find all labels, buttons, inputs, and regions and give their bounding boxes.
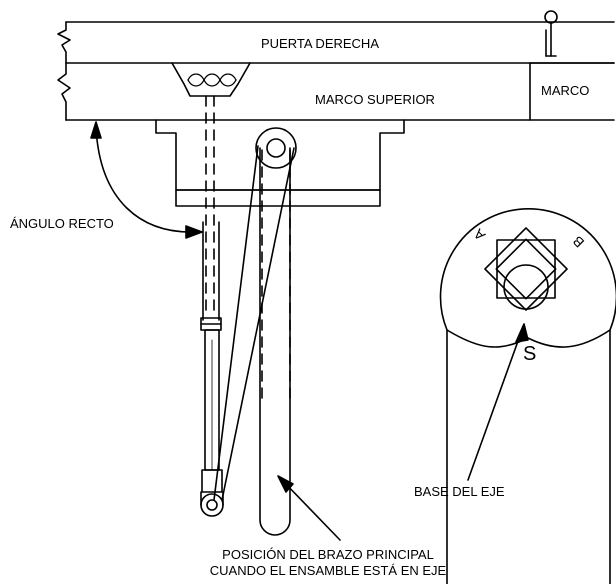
main-arm-leader [277, 475, 341, 541]
main-arm [259, 147, 291, 536]
frame-header [57, 62, 615, 121]
top-adjuster [171, 62, 251, 97]
label-puerta-derecha: PUERTA DERECHA [261, 36, 379, 51]
closer-spindle [255, 127, 297, 169]
label-posicion-line1: POSICIÓN DEL BRAZO PRINCIPAL [222, 547, 434, 562]
detail-spindle-base [439, 208, 616, 584]
label-angulo-recto: ÁNGULO RECTO [10, 216, 114, 231]
right-door [57, 21, 615, 64]
label-posicion-line2: CUANDO EL ENSAMBLE ESTÁ EN EJE [209, 563, 447, 578]
label-base-del-eje: BASE DEL EJE [414, 484, 505, 499]
closer-body [155, 119, 405, 207]
label-marco-superior: MARCO SUPERIOR [315, 92, 435, 107]
pivot-hinge [544, 10, 558, 57]
right-angle-arrow [90, 121, 203, 239]
label-letter-s: S [523, 343, 537, 365]
forearm [200, 145, 295, 517]
label-marco: MARCO [541, 83, 590, 98]
